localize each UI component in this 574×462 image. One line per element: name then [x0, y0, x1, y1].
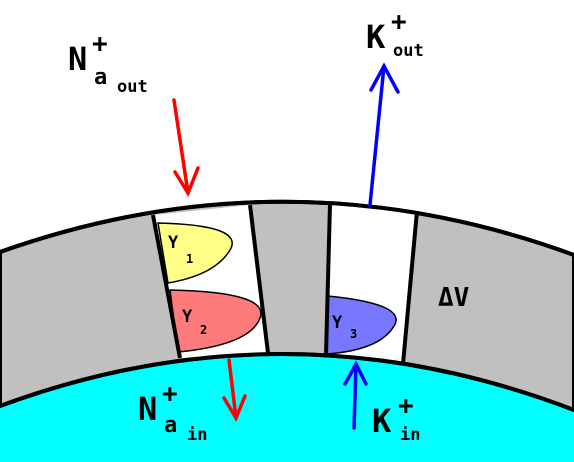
k-influx-arrow [343, 360, 368, 430]
y2-gate [169, 289, 262, 353]
na-efflux-arrow [222, 358, 247, 422]
k-in-label: K + in [372, 391, 420, 445]
na-in-label: N + a in [138, 379, 207, 445]
channel-wall [248, 204, 270, 354]
channel-wall [151, 214, 182, 359]
k-in-sup: + [398, 391, 414, 421]
channel-wall [324, 203, 332, 356]
na-influx-arrow [172, 98, 200, 197]
k-efflux-arrow [368, 62, 400, 207]
membrane-inner-edge [0, 352, 574, 412]
y3-label-sub: 3 [350, 327, 357, 341]
k-in-sub: in [400, 425, 420, 445]
y2-label-sub: 2 [200, 323, 207, 337]
na-out-label: N + a out [68, 29, 148, 97]
channel-wall [401, 210, 419, 365]
y3-gate [326, 295, 397, 355]
k-out-sup: + [391, 7, 407, 37]
y3-label: Y [332, 313, 343, 333]
y1-gate [157, 222, 233, 284]
na-out-subsub: out [117, 77, 148, 97]
y1-label-sub: 1 [186, 252, 193, 266]
k-out-label: K + out [366, 7, 424, 61]
na-in-main: N [138, 390, 157, 428]
na-in-sub: a [164, 413, 177, 438]
na-out-sup: + [92, 29, 108, 59]
na-in-subsub: in [187, 425, 207, 445]
na-out-main: N [68, 40, 87, 78]
delta-v-label: ΔV [438, 283, 469, 313]
y2-label: Y [182, 307, 193, 327]
membrane-outer-edge [0, 199, 574, 257]
k-out-sub: out [393, 41, 424, 61]
na-out-sub: a [94, 65, 107, 90]
k-out-main: K [366, 18, 386, 56]
y1-label: Y [168, 233, 179, 253]
k-in-main: K [372, 402, 392, 440]
na-in-sup: + [162, 379, 178, 409]
cytoplasm-region [0, 353, 574, 462]
